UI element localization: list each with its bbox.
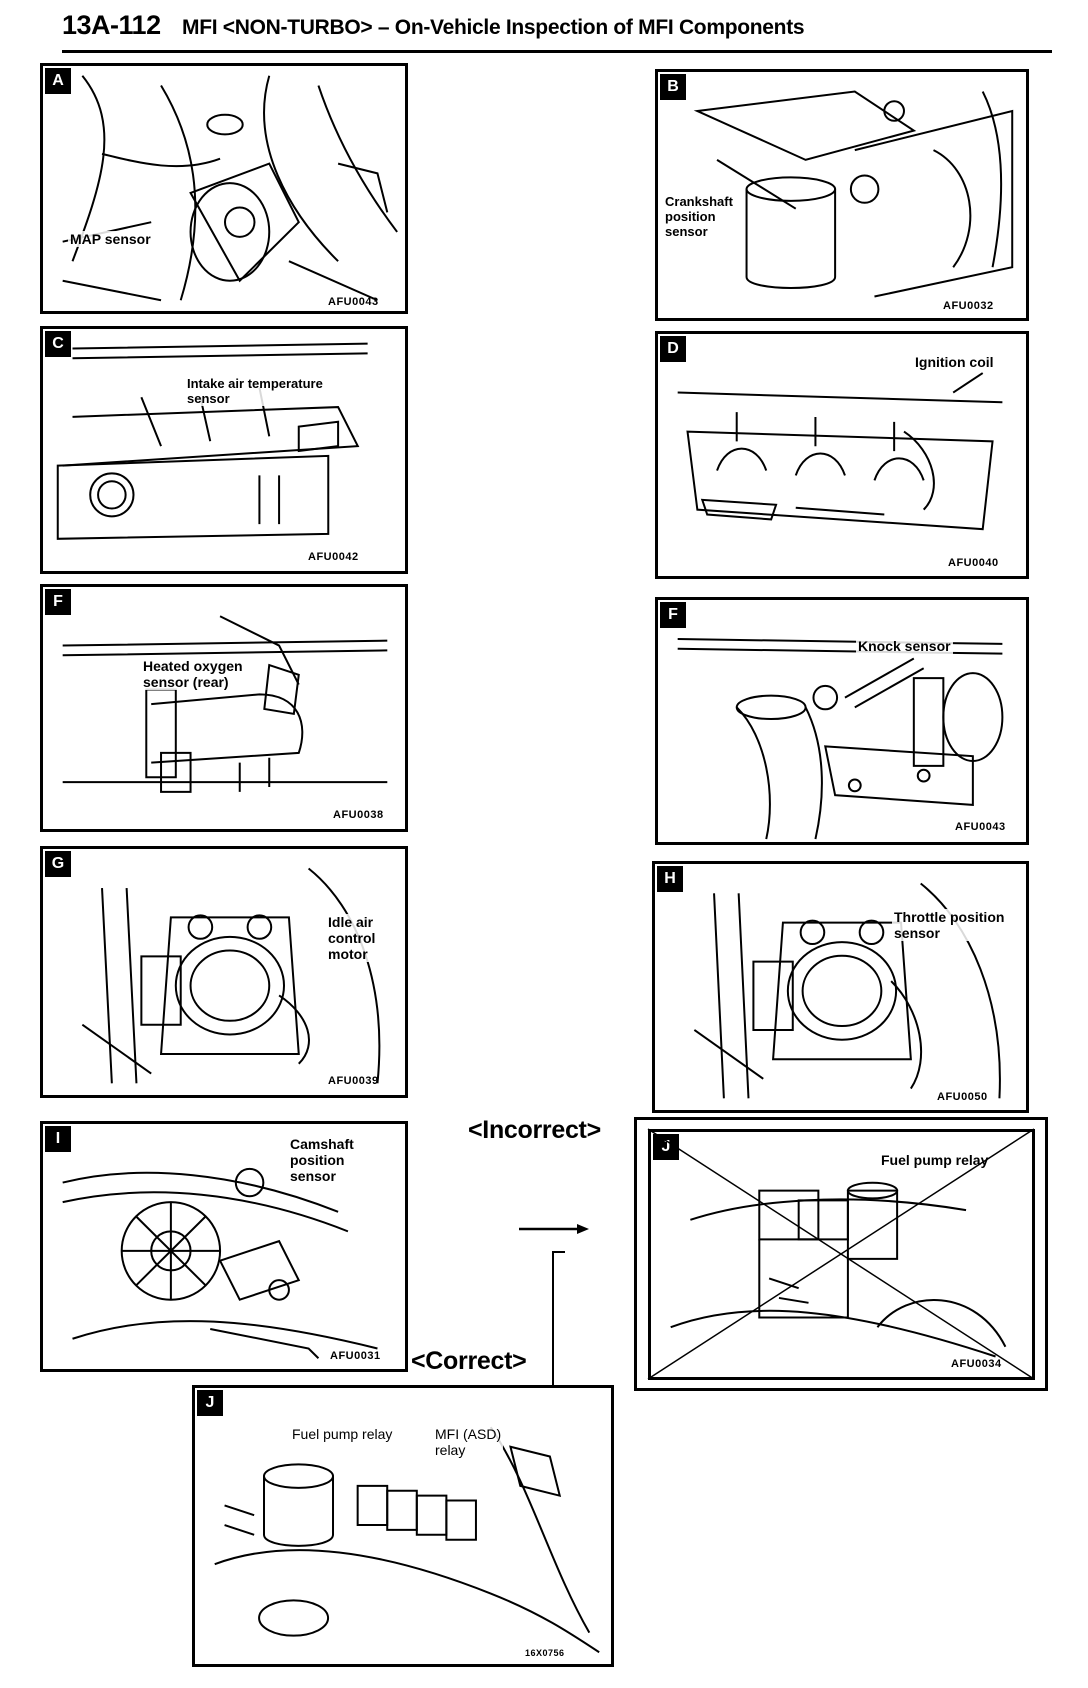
panel-g-callout: Idle air control motor <box>326 914 378 962</box>
incorrect-outer-frame <box>634 1117 1048 1391</box>
panel-a-code: AFU0043 <box>328 296 379 308</box>
panel-e-illustration <box>43 587 405 829</box>
panel-a: A MAP sensor AFU0043 <box>40 63 408 314</box>
page-header: 13A-112 MFI <NON-TURBO> – On-Vehicle Ins… <box>62 10 1052 53</box>
correct-label: <Correct> <box>411 1347 527 1375</box>
panel-c: C Intake air temperature sensor AFU0042 <box>40 326 408 574</box>
panel-i: I Camshaft position sensor AFU0031 <box>40 1121 408 1372</box>
panel-c-callout: Intake air temperature sensor <box>185 376 325 406</box>
panel-b-tag: B <box>660 74 686 100</box>
panel-j-incorrect-illustration <box>651 1132 1032 1377</box>
panel-e-tag: F <box>45 589 71 615</box>
panel-f-illustration <box>658 600 1026 842</box>
panel-g-illustration <box>43 849 405 1095</box>
panel-c-illustration <box>43 329 405 571</box>
panel-j-correct-illustration <box>195 1388 611 1664</box>
panel-d-callout: Ignition coil <box>913 354 996 370</box>
panel-d-illustration <box>658 334 1026 576</box>
incorrect-label: <Incorrect> <box>468 1116 601 1144</box>
panel-c-code: AFU0042 <box>308 551 359 563</box>
page-title: MFI <NON-TURBO> – On-Vehicle Inspection … <box>182 16 805 39</box>
panel-b-code: AFU0032 <box>943 300 994 312</box>
panel-b-illustration <box>658 72 1026 318</box>
panel-f-code: AFU0043 <box>955 821 1006 833</box>
incorrect-arrow <box>519 1224 589 1385</box>
panel-h: H Throttle position sensor AFU0050 <box>652 861 1029 1113</box>
panel-i-code: AFU0031 <box>330 1350 381 1362</box>
panel-f: F Knock sensor AFU0043 <box>655 597 1029 845</box>
panel-a-illustration <box>43 66 405 311</box>
panel-i-tag: I <box>45 1126 71 1152</box>
panel-a-callout: MAP sensor <box>68 231 153 247</box>
panel-j-correct-tag: J <box>197 1390 223 1416</box>
panel-j-correct-callout-2: MFI (ASD) relay <box>433 1426 504 1458</box>
panel-c-tag: C <box>45 331 71 357</box>
panel-h-tag: H <box>657 866 683 892</box>
panel-j-correct-callout: Fuel pump relay <box>290 1426 395 1442</box>
panel-i-illustration <box>43 1124 405 1369</box>
panel-g-tag: G <box>45 851 71 877</box>
panel-d-tag: D <box>660 336 686 362</box>
panel-h-illustration <box>655 864 1026 1110</box>
panel-b-callout: Crankshaft position sensor <box>663 194 735 239</box>
panel-d: D Ignition coil AFU0040 <box>655 331 1029 579</box>
panel-b: B Crankshaft position sensor AFU0032 <box>655 69 1029 321</box>
panel-i-callout: Camshaft position sensor <box>288 1136 356 1184</box>
panel-j-correct: J Fuel pump relay MFI (ASD) relay 16X075… <box>192 1385 614 1667</box>
panel-j-incorrect-callout: Fuel pump relay <box>879 1152 991 1168</box>
panel-f-tag: F <box>660 602 686 628</box>
section-number: 13A-112 <box>62 10 161 40</box>
panel-f-callout: Knock sensor <box>856 638 953 654</box>
panel-d-code: AFU0040 <box>948 557 999 569</box>
panel-a-tag: A <box>45 68 71 94</box>
panel-g: G Idle air control motor AFU0039 <box>40 846 408 1098</box>
panel-e-callout: Heated oxygen sensor (rear) <box>141 658 245 690</box>
panel-g-code: AFU0039 <box>328 1075 379 1087</box>
panel-h-code: AFU0050 <box>937 1091 988 1103</box>
panel-e-code: AFU0038 <box>333 809 384 821</box>
panel-h-callout: Throttle position sensor <box>892 909 1007 941</box>
panel-j-incorrect-code: AFU0034 <box>951 1358 1002 1370</box>
panel-j-correct-code: 16X0756 <box>525 1648 565 1658</box>
incorrect-cross-mark <box>647 1128 1035 1380</box>
panel-e: F Heated oxygen sensor (rear) AFU0038 <box>40 584 408 832</box>
